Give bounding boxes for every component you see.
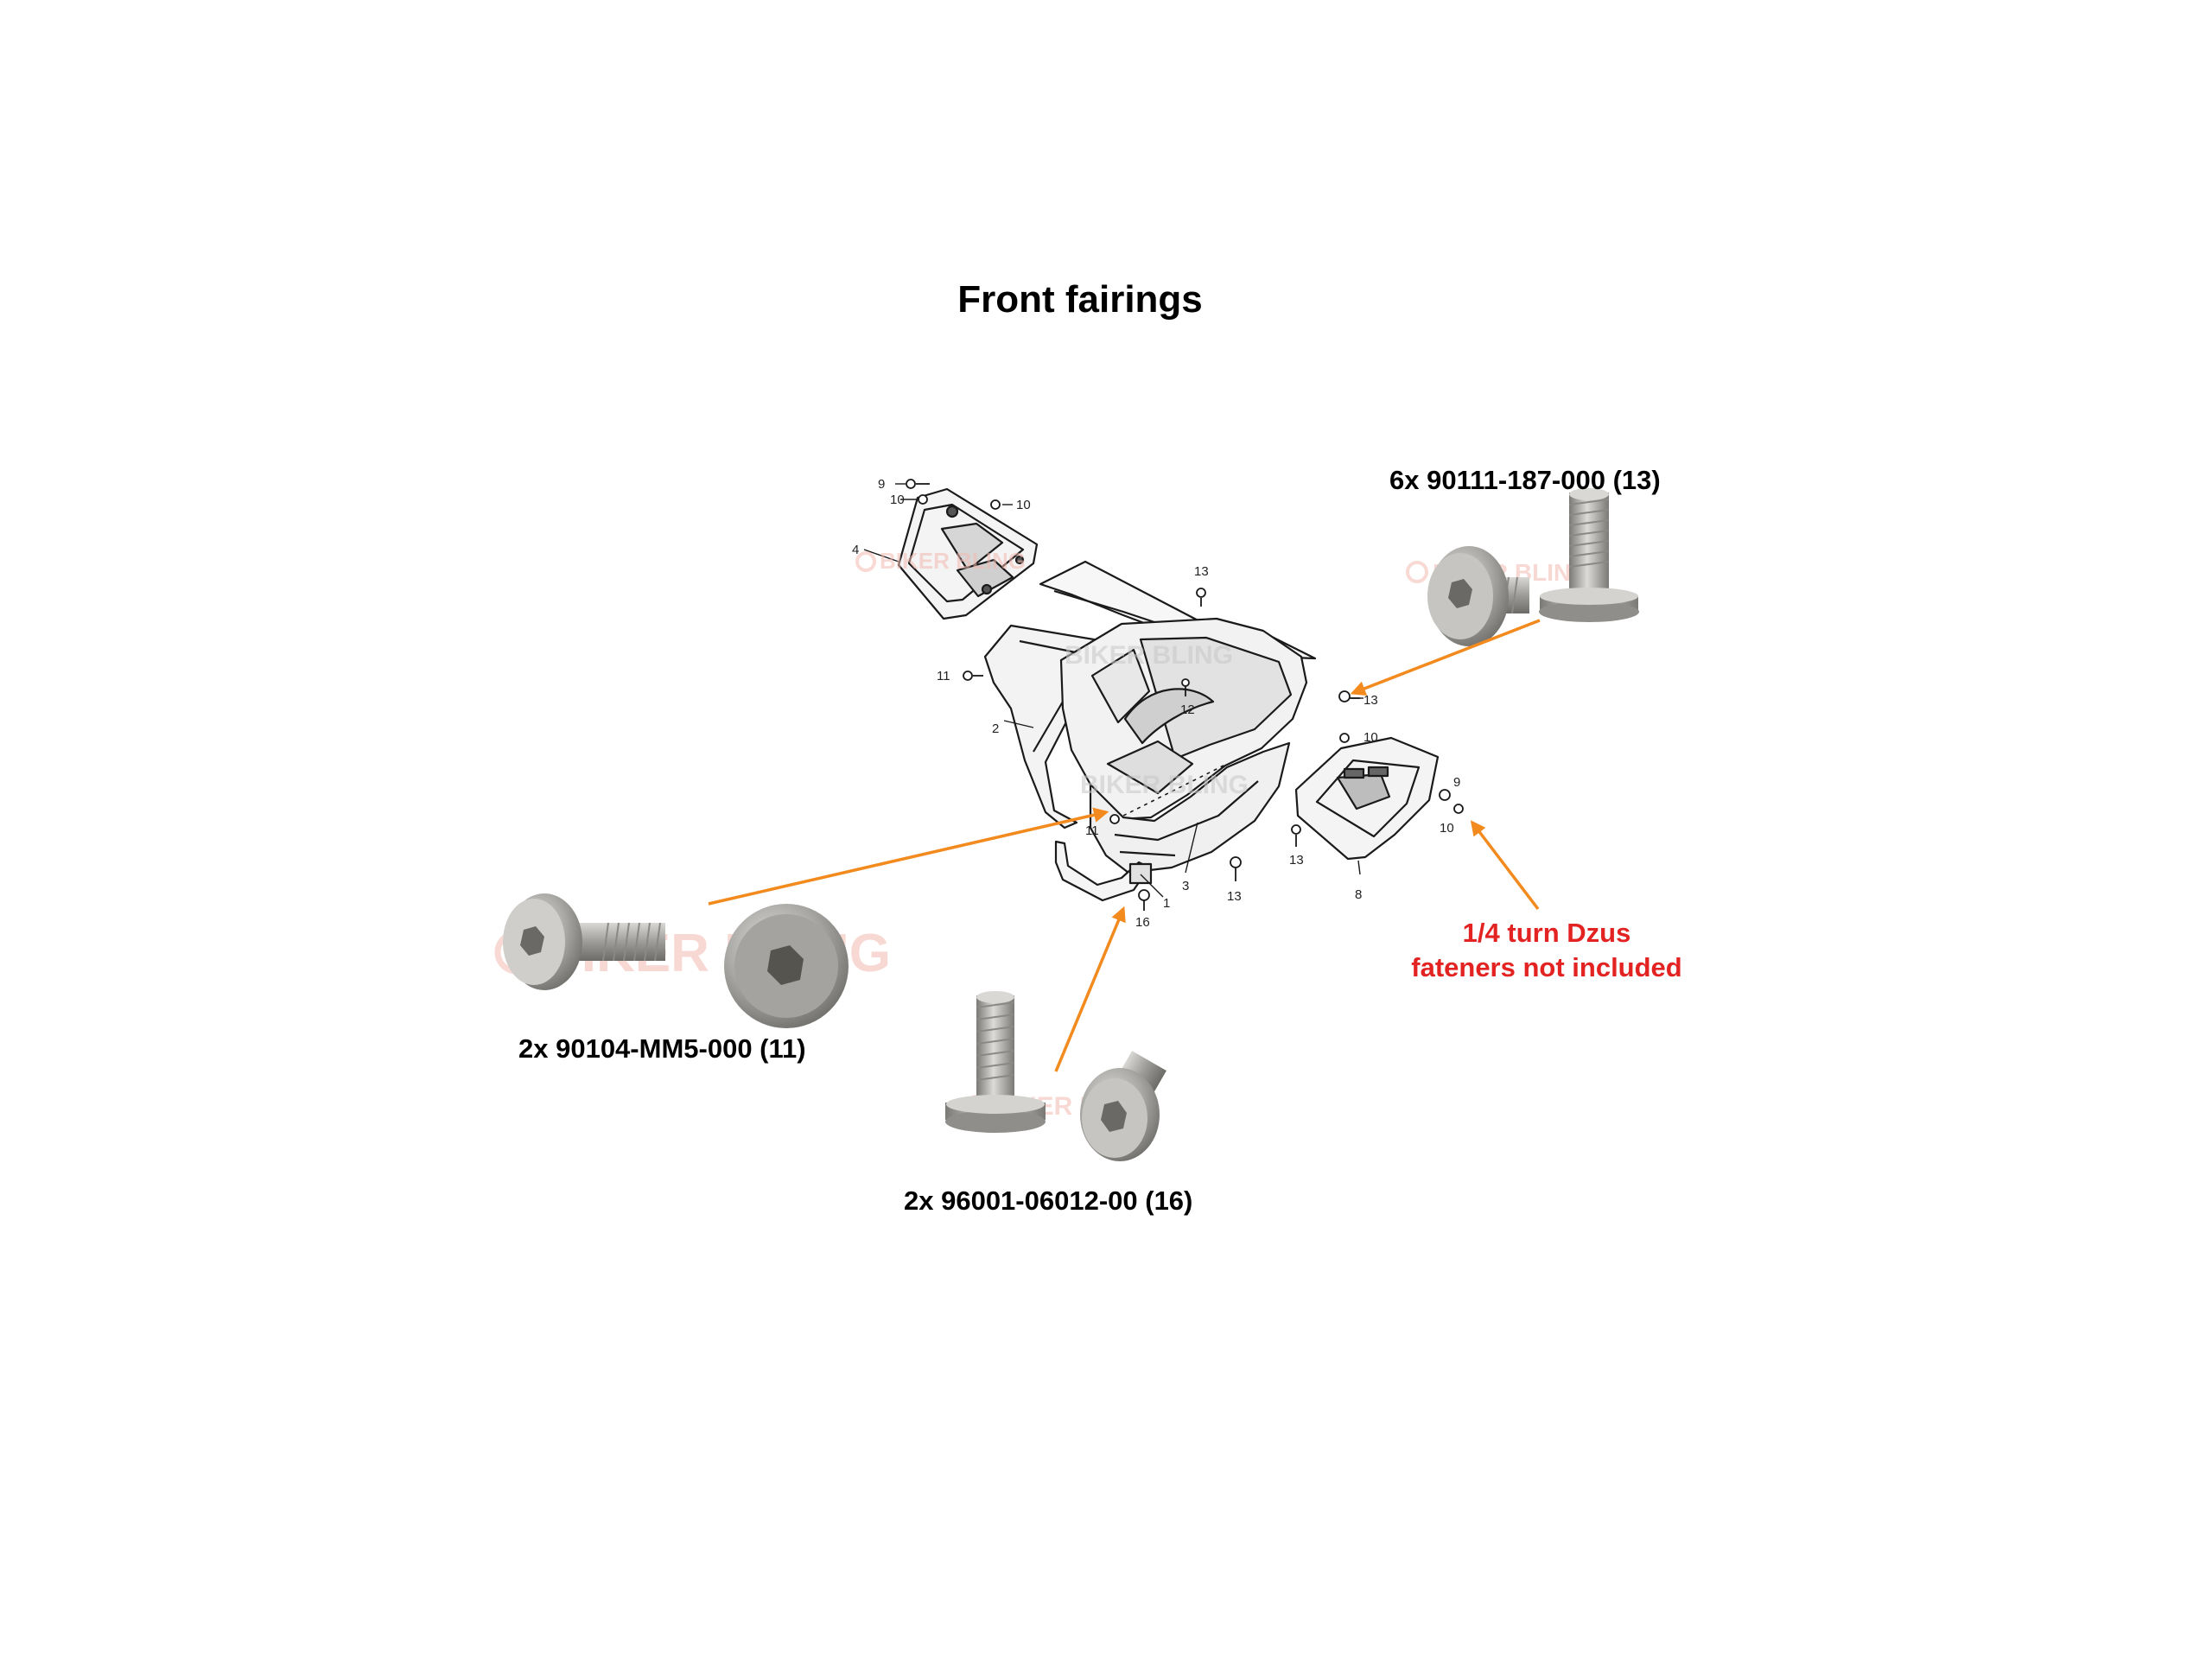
small-fasteners: [906, 479, 1464, 911]
part-number: 10: [1363, 730, 1378, 745]
page-title: Front fairings: [957, 278, 1203, 321]
part-number: 10: [890, 493, 905, 507]
part-4-upper-panel: [897, 487, 1039, 620]
watermark-text: BIKER BLING: [1065, 641, 1233, 670]
dzus-note-line2: fateners not included: [1411, 952, 1682, 982]
part-number-labels: 9 10 10 4 13 11 12 13 2 10 9 10 11 13 8 …: [852, 477, 1460, 930]
callout-arrows: [708, 619, 1541, 1072]
part-number: 12: [1180, 702, 1195, 717]
part-number: 8: [1355, 887, 1362, 902]
part-number: 13: [1289, 853, 1304, 868]
part-number: 13: [1227, 889, 1242, 904]
bolt-photo-11: [503, 893, 849, 1028]
part-number: 13: [1194, 564, 1209, 579]
part-number: 11: [1085, 823, 1099, 838]
assembly-dotted-line: [1122, 763, 1228, 817]
part-number: 13: [1363, 693, 1378, 708]
part-3-lower-fairing: [1089, 741, 1291, 874]
watermark-text: BIKER BLING: [1080, 771, 1249, 799]
fairing-exploded-drawing: [863, 479, 1464, 911]
part-number: 9: [1453, 775, 1460, 790]
part-main-upper-fairing: [1059, 617, 1308, 821]
arrow-to-13: [1350, 619, 1541, 696]
part-number: 10: [1016, 498, 1031, 512]
part-number: 3: [1182, 879, 1189, 893]
dzus-note: 1/4 turn Dzus fateners not included: [1382, 916, 1711, 985]
bolt-photo-16: [945, 991, 1166, 1161]
part-number: 2: [992, 721, 999, 736]
dzus-note-line1: 1/4 turn Dzus: [1462, 918, 1631, 948]
part-8-side-panel: [1294, 736, 1440, 861]
arrow-to-11: [708, 807, 1109, 906]
part-number: 16: [1135, 915, 1150, 930]
callout-label-13: 6x 90111-187-000 (13): [1389, 465, 1661, 495]
part-number: 1: [1163, 896, 1170, 911]
bolt-photo-13: [1427, 488, 1639, 646]
part-number: 9: [878, 477, 885, 492]
watermark-text: BIKER BLING: [880, 548, 1026, 574]
leader-lines: [863, 483, 1363, 898]
part-number: 10: [1440, 821, 1454, 836]
arrow-to-16: [1054, 906, 1126, 1072]
arrow-to-dzus: [1470, 820, 1540, 911]
part-number: 4: [852, 543, 859, 557]
part-1-bracket: [1054, 840, 1153, 902]
callout-label-16: 2x 96001-06012-00 (16): [904, 1185, 1193, 1216]
callout-label-11: 2x 90104-MM5-000 (11): [518, 1033, 806, 1064]
part-number: 11: [937, 669, 950, 683]
